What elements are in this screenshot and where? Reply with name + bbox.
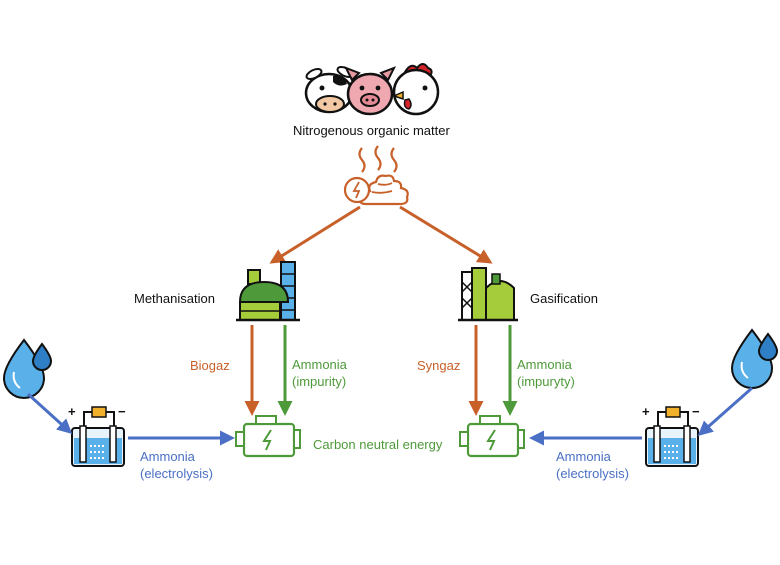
gasification-plant-icon bbox=[458, 267, 518, 322]
arrow-water-to-electrolyzer-right bbox=[697, 386, 753, 436]
biogas-plant-icon bbox=[236, 261, 300, 322]
water-drop-icon bbox=[2, 338, 53, 399]
cow-icon bbox=[304, 66, 354, 114]
ammonia-electrolysis-left-line1: Ammonia bbox=[140, 449, 195, 464]
svg-text:+: + bbox=[642, 404, 650, 419]
water-drop-icon bbox=[730, 328, 779, 389]
ammonia-electrolysis-left-line2: (electrolysis) bbox=[140, 466, 213, 481]
ammonia-impurity-right-line1: Ammonia bbox=[517, 357, 572, 372]
svg-text:+: + bbox=[68, 404, 76, 419]
ammonia-impurity-right-line2: (impuryty) bbox=[517, 374, 575, 389]
gasification-label: Gasification bbox=[530, 291, 598, 306]
electrolyzer-icon: + − bbox=[68, 404, 126, 467]
pig-icon bbox=[343, 66, 397, 116]
methanisation-label: Methanisation bbox=[134, 291, 215, 306]
arrow-to-methanisation bbox=[269, 205, 361, 264]
svg-text:−: − bbox=[118, 404, 126, 419]
biogaz-label: Biogaz bbox=[190, 358, 230, 373]
svg-text:−: − bbox=[692, 404, 700, 419]
ammonia-impurity-left-line1: Ammonia bbox=[292, 357, 347, 372]
ammonia-impurity-left-line2: (impurity) bbox=[292, 374, 347, 389]
manure-icon bbox=[343, 145, 409, 206]
arrow-to-gasification bbox=[399, 205, 493, 264]
ammonia-electrolysis-right-line1: Ammonia bbox=[556, 449, 611, 464]
carbon-neutral-energy-label: Carbon neutral energy bbox=[313, 437, 443, 452]
engine-icon bbox=[235, 415, 301, 458]
ammonia-electrolysis-right-line2: (electrolysis) bbox=[556, 466, 629, 481]
syngaz-label: Syngaz bbox=[417, 358, 461, 373]
engine-icon bbox=[459, 415, 525, 458]
source-label: Nitrogenous organic matter bbox=[293, 123, 450, 138]
arrow-water-to-electrolyzer-left bbox=[26, 392, 73, 435]
chicken-icon bbox=[391, 63, 440, 116]
electrolyzer-icon: + − bbox=[642, 404, 700, 467]
